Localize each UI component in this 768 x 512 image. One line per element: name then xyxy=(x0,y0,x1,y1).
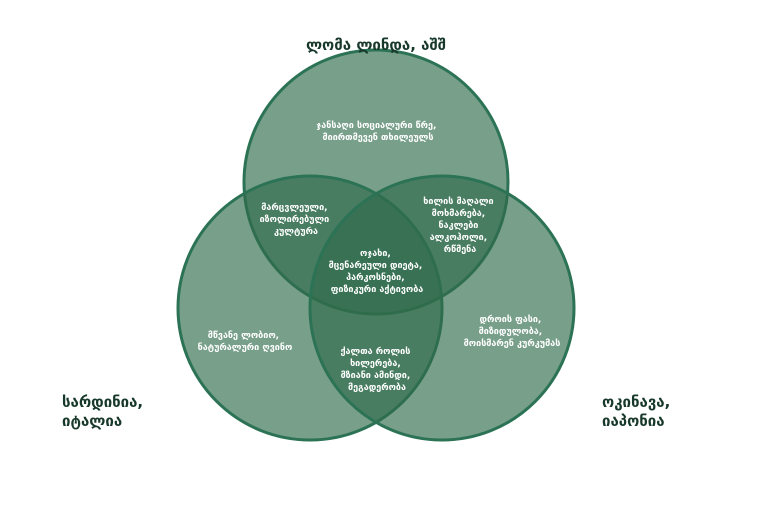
region-top-only: ჯანსაღი სოციალური წრე, მიირთმევენ თხილეუ… xyxy=(316,120,439,143)
set-label-top: ლომა ლინდა, აშშ xyxy=(306,36,446,54)
region-top-right: ხილის მაღალი მოხმარება, ნაკლები ალკოჰოლი… xyxy=(423,197,496,255)
set-label-left-line: სარდინია, xyxy=(62,393,143,411)
set-label-right-line: ოკინავა, xyxy=(602,393,670,411)
set-label-top-line: ლომა ლინდა, აშშ xyxy=(306,36,446,54)
region-right-only: დროის ფასი, მიზიდულობა, მოისმარენ კურკუმ… xyxy=(464,314,561,349)
region-left-only: მწვანე ლობიო, ნატურალური ღვინო xyxy=(198,331,293,353)
set-label-left: სარდინია, იტალია xyxy=(62,393,148,430)
set-label-right: ოკინავა, იაპონია xyxy=(602,393,676,430)
venn-circles xyxy=(176,48,576,442)
set-label-left-line: იტალია xyxy=(62,412,122,430)
region-center: ოჯახი, მცენარეული დიეტა, პარკოსნები, ფიზ… xyxy=(329,249,426,295)
circle-okinawa xyxy=(308,174,576,442)
set-label-right-line: იაპონია xyxy=(602,412,665,430)
region-left-right: ქალთა როლის ხილერება, მზიანი ამინდი, მეგ… xyxy=(341,346,414,393)
region-top-left: მარცვლეული, იზოლირებული კულტურა xyxy=(260,202,333,237)
